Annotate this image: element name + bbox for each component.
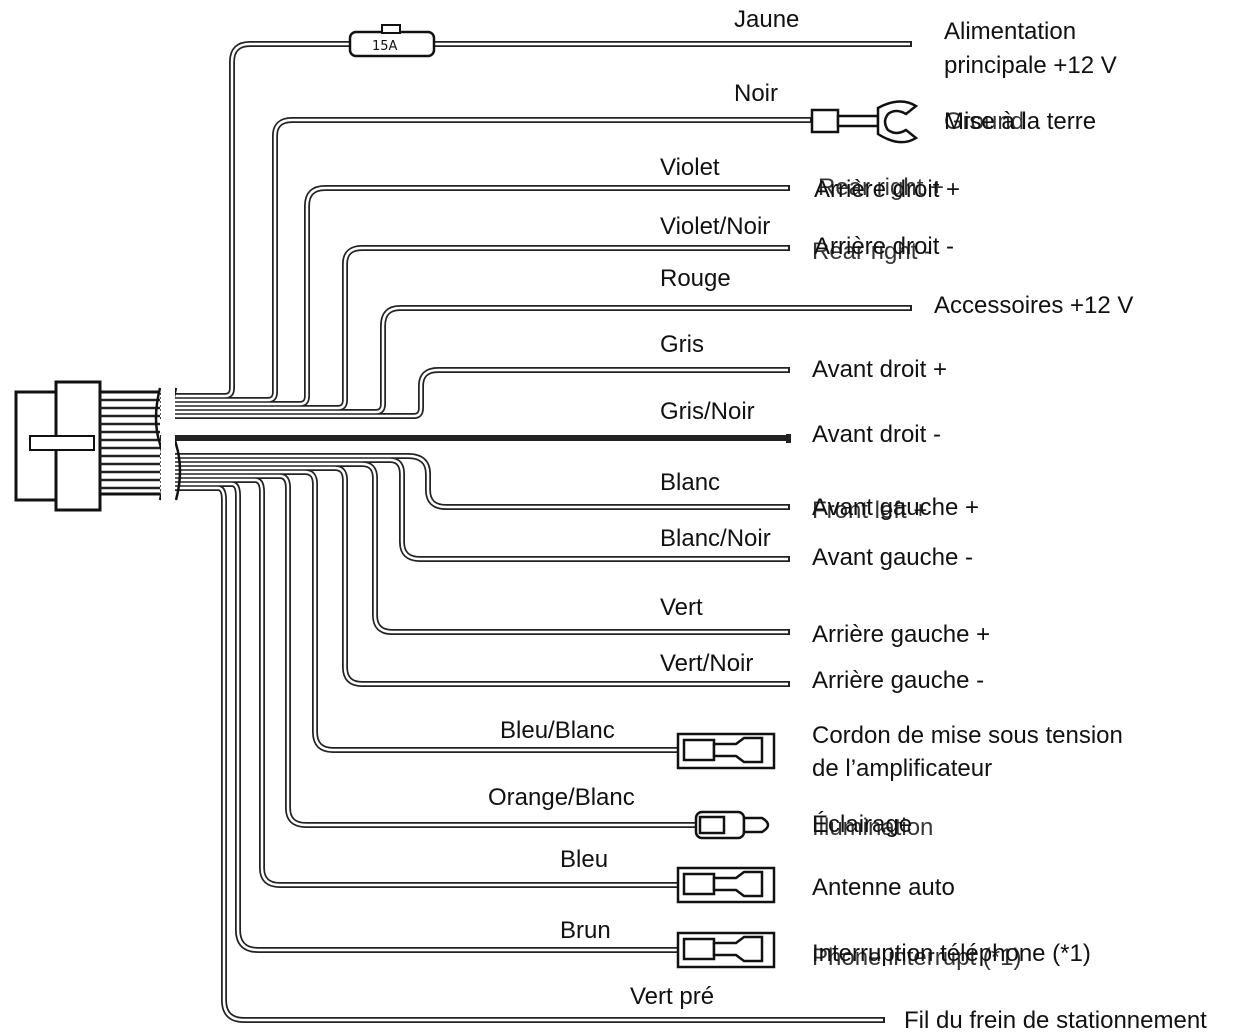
function-label-auto-antenna: Antenne auto <box>812 874 955 901</box>
male-bullet-illumination <box>694 810 770 840</box>
wire-color-label-blanc-noir: Blanc/Noir <box>660 525 771 552</box>
fuse-holder: 15A <box>348 24 436 58</box>
wire-color-label-orange-blanc: Orange/Blanc <box>488 784 635 811</box>
function-label-illumination: Éclairage <box>812 811 913 838</box>
function-label-front-left-plus-overlay: Front left + <box>812 497 928 524</box>
wire-color-label-gris: Gris <box>660 331 704 358</box>
female-connector-amp <box>676 732 776 770</box>
female-connector-phone <box>676 931 776 969</box>
function-label-front-right-minus: Avant droit - <box>812 421 941 448</box>
function-label-rear-left-plus: Arrière gauche + <box>812 621 991 648</box>
function-label-rear-left-minus: Arrière gauche - <box>812 667 985 694</box>
function-label-front-left-plus: Avant gauche + <box>812 494 980 521</box>
function-label-amp-line1: Cordon de mise sous tension <box>812 722 1123 749</box>
function-label-front-left-minus: Avant gauche - <box>812 544 974 571</box>
function-label-phone-interrupt-overlay: Phone interrupt (*1) <box>812 944 1022 971</box>
function-label-rear-right-plus-overlay: Rear right + <box>818 174 945 201</box>
function-label-main-power-line2: principale +12 V <box>944 52 1117 79</box>
wire-bundle <box>160 41 912 1023</box>
wire-color-label-violet: Violet <box>660 154 720 181</box>
wire-color-label-violet-noir: Violet/Noir <box>660 213 771 240</box>
function-label-ground-overlay: Ground <box>944 108 1025 135</box>
wire-end-grey-black <box>786 434 791 443</box>
wire-color-label-blanc: Blanc <box>660 469 721 496</box>
wire-color-label-jaune: Jaune <box>734 6 800 33</box>
harness-connector <box>14 380 160 512</box>
function-label-accessories: Accessoires +12 V <box>934 292 1134 319</box>
wire-color-label-vert-noir: Vert/Noir <box>660 650 754 677</box>
function-label-main-power-line1: Alimentation <box>944 18 1077 45</box>
wire-color-label-bleu: Bleu <box>560 846 609 873</box>
function-label-front-right-plus: Avant droit + <box>812 356 947 383</box>
function-label-illumination-overlay: Illumination <box>812 814 934 841</box>
function-label-rear-right-plus: Arrière droit + <box>814 176 961 203</box>
function-label-rear-right-minus: Arrière droit - <box>814 233 955 260</box>
function-label-phone-interrupt: Interruption téléphone (*1) <box>812 940 1091 967</box>
fuse-rating: 15A <box>372 39 398 54</box>
function-label-rear-right-minus-overlay: Rear right - <box>812 238 933 265</box>
wire-color-label-vert: Vert <box>660 594 703 621</box>
wire-color-label-vert-pre: Vert pré <box>630 983 715 1010</box>
wire-color-label-bleu-blanc: Bleu/Blanc <box>500 717 615 744</box>
function-label-ground: Mise à la terre <box>944 108 1097 135</box>
function-label-amp-line2: de l’amplificateur <box>812 755 993 782</box>
female-connector-antenna <box>676 866 776 904</box>
wire-color-label-noir: Noir <box>734 80 779 107</box>
ground-ring-terminal <box>810 100 919 144</box>
wire-color-label-rouge: Rouge <box>660 265 731 292</box>
wire-light-green <box>160 485 885 1023</box>
function-label-parking-brake: Fil du frein de stationnement <box>904 1007 1207 1034</box>
wire-color-label-brun: Brun <box>560 917 611 944</box>
wire-color-label-gris-noir: Gris/Noir <box>660 398 755 425</box>
